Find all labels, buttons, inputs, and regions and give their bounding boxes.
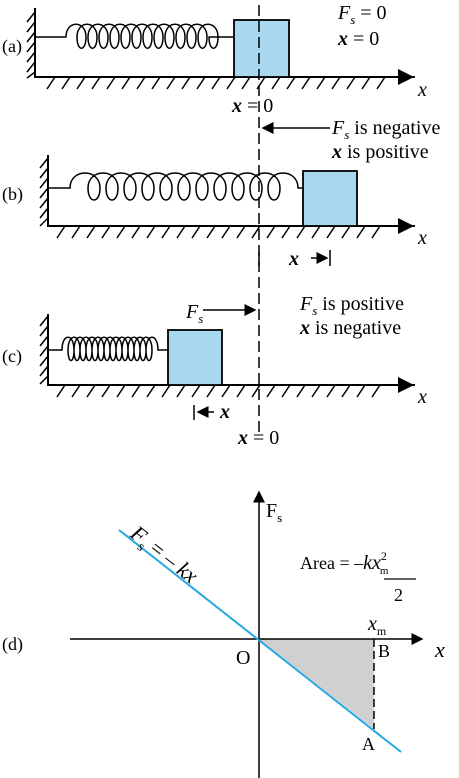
note-x-b: x is positive bbox=[331, 141, 429, 163]
equilibrium-label-a: x = 0 bbox=[231, 95, 273, 117]
force-line-d bbox=[118, 529, 402, 753]
panel-c-tag: (c) bbox=[2, 346, 22, 367]
x-axis-label-d: x bbox=[434, 637, 445, 662]
panel-a-tag: (a) bbox=[2, 36, 22, 57]
xm-label-d: xm bbox=[367, 613, 387, 638]
note-force-b: Fs is negative bbox=[331, 117, 440, 142]
panel-c: (c) x Fs Fs is positive x is negative x bbox=[2, 293, 427, 449]
work-area-shade bbox=[259, 639, 374, 729]
area-denominator: 2 bbox=[394, 585, 403, 605]
force-label-c: Fs bbox=[185, 301, 203, 326]
axis-label-b: x bbox=[417, 227, 427, 249]
block-a bbox=[233, 19, 290, 78]
floor-c bbox=[48, 377, 415, 398]
equilibrium-label-c: x = 0 bbox=[237, 427, 279, 449]
panel-b: (b) x Fs is negative x is positive x bbox=[2, 117, 440, 270]
panel-a: (a) x Fs = 0 x = 0 x = 0 bbox=[2, 2, 427, 117]
y-axis-label-d: Fs bbox=[266, 500, 282, 525]
spring-a bbox=[35, 23, 234, 49]
note-force-c: Fs is positive bbox=[299, 293, 404, 318]
x-value-a: x = 0 bbox=[337, 28, 379, 50]
displacement-c bbox=[193, 405, 214, 420]
floor-a bbox=[35, 69, 415, 90]
block-b bbox=[302, 170, 358, 227]
displacement-label-b: x bbox=[288, 248, 299, 270]
point-o-label: O bbox=[236, 647, 250, 669]
axis-label-a: x bbox=[417, 79, 427, 101]
wall-a bbox=[26, 8, 36, 79]
panel-d-tag: (d) bbox=[2, 634, 23, 655]
wall-b bbox=[39, 155, 49, 227]
block-c bbox=[167, 329, 223, 386]
displacement-b bbox=[258, 250, 331, 266]
wall-c bbox=[39, 314, 49, 386]
floor-b bbox=[48, 218, 415, 239]
force-label-a: Fs = 0 bbox=[337, 2, 387, 27]
point-a-label: A bbox=[362, 734, 375, 754]
point-b-label: B bbox=[378, 641, 390, 661]
note-x-c: x is negative bbox=[299, 317, 401, 339]
spring-b bbox=[48, 172, 303, 201]
axis-label-c: x bbox=[417, 386, 427, 408]
displacement-label-c: x bbox=[219, 401, 230, 423]
line-equation-d: Fs = – kx bbox=[123, 520, 204, 592]
panel-b-tag: (b) bbox=[2, 184, 23, 205]
spring-c bbox=[48, 336, 168, 362]
